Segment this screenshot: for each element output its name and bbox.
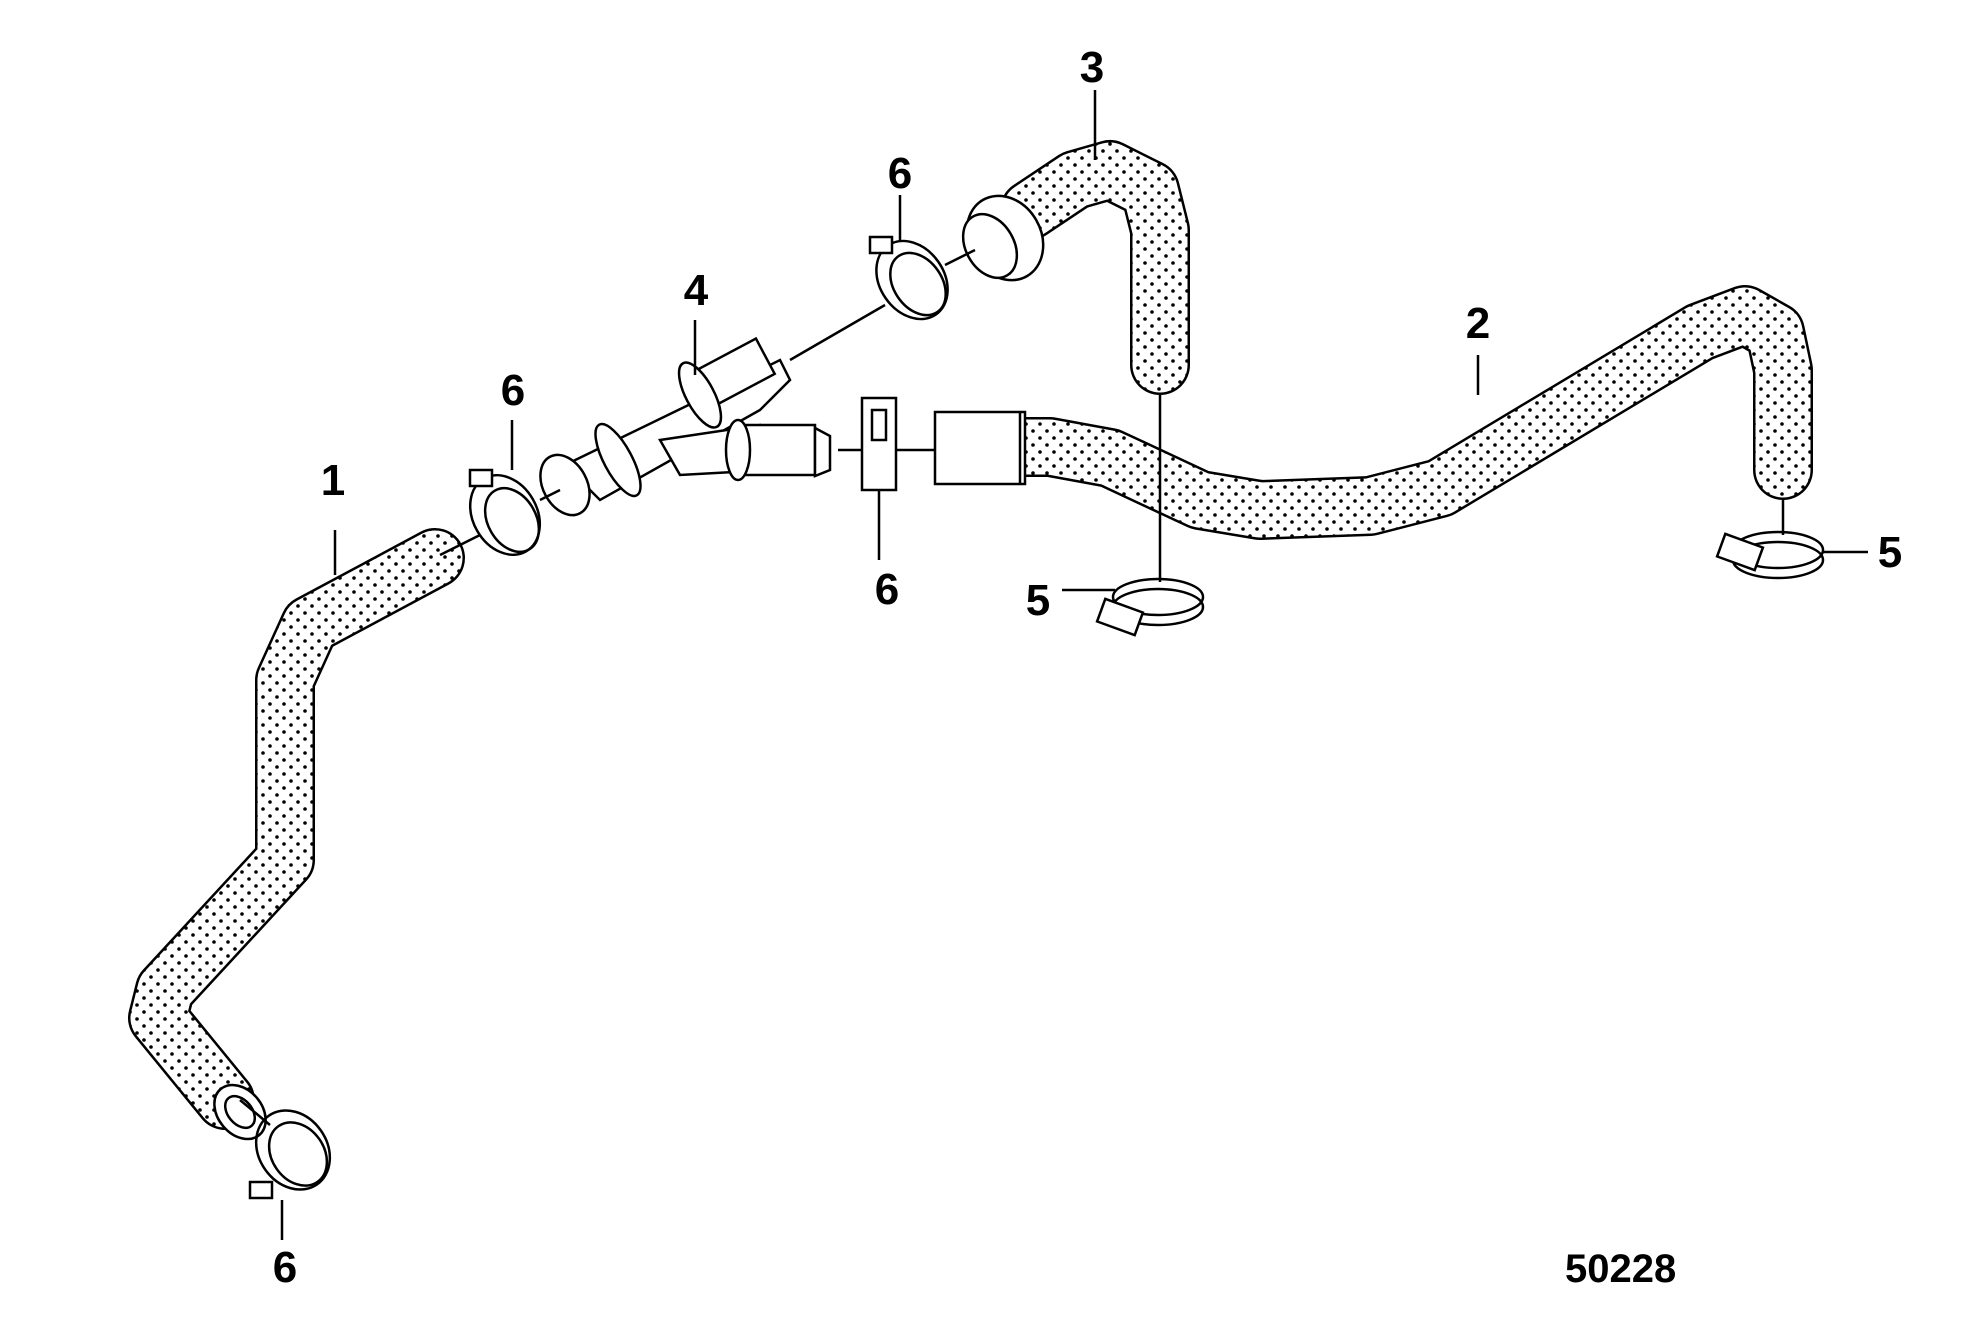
clamp-6-left xyxy=(468,468,542,556)
clamp-5-center xyxy=(1095,577,1205,637)
assembly-lines xyxy=(239,90,1868,1240)
clamp-6-top xyxy=(868,235,949,321)
y-fitting-4 xyxy=(539,336,832,517)
clamp-5-right xyxy=(1715,530,1825,580)
clamp-6-middle xyxy=(860,396,898,492)
callout-5-right: 5 xyxy=(1878,528,1902,577)
callout-6-bottom: 6 xyxy=(273,1243,297,1292)
callout-5-center: 5 xyxy=(1026,576,1050,625)
callout-6-middle: 6 xyxy=(875,565,899,614)
callout-4: 4 xyxy=(684,266,709,315)
callout-2: 2 xyxy=(1466,299,1490,348)
hose-1 xyxy=(128,528,465,1141)
clamp-6-bottom xyxy=(248,1109,332,1200)
hose-2 xyxy=(933,285,1813,540)
figure-number: 50228 xyxy=(1565,1247,1676,1291)
hose-3 xyxy=(961,140,1190,395)
callout-1: 1 xyxy=(321,456,345,505)
callout-3: 3 xyxy=(1080,43,1104,92)
callout-6-top: 6 xyxy=(888,149,912,198)
callout-6-left: 6 xyxy=(501,366,525,415)
